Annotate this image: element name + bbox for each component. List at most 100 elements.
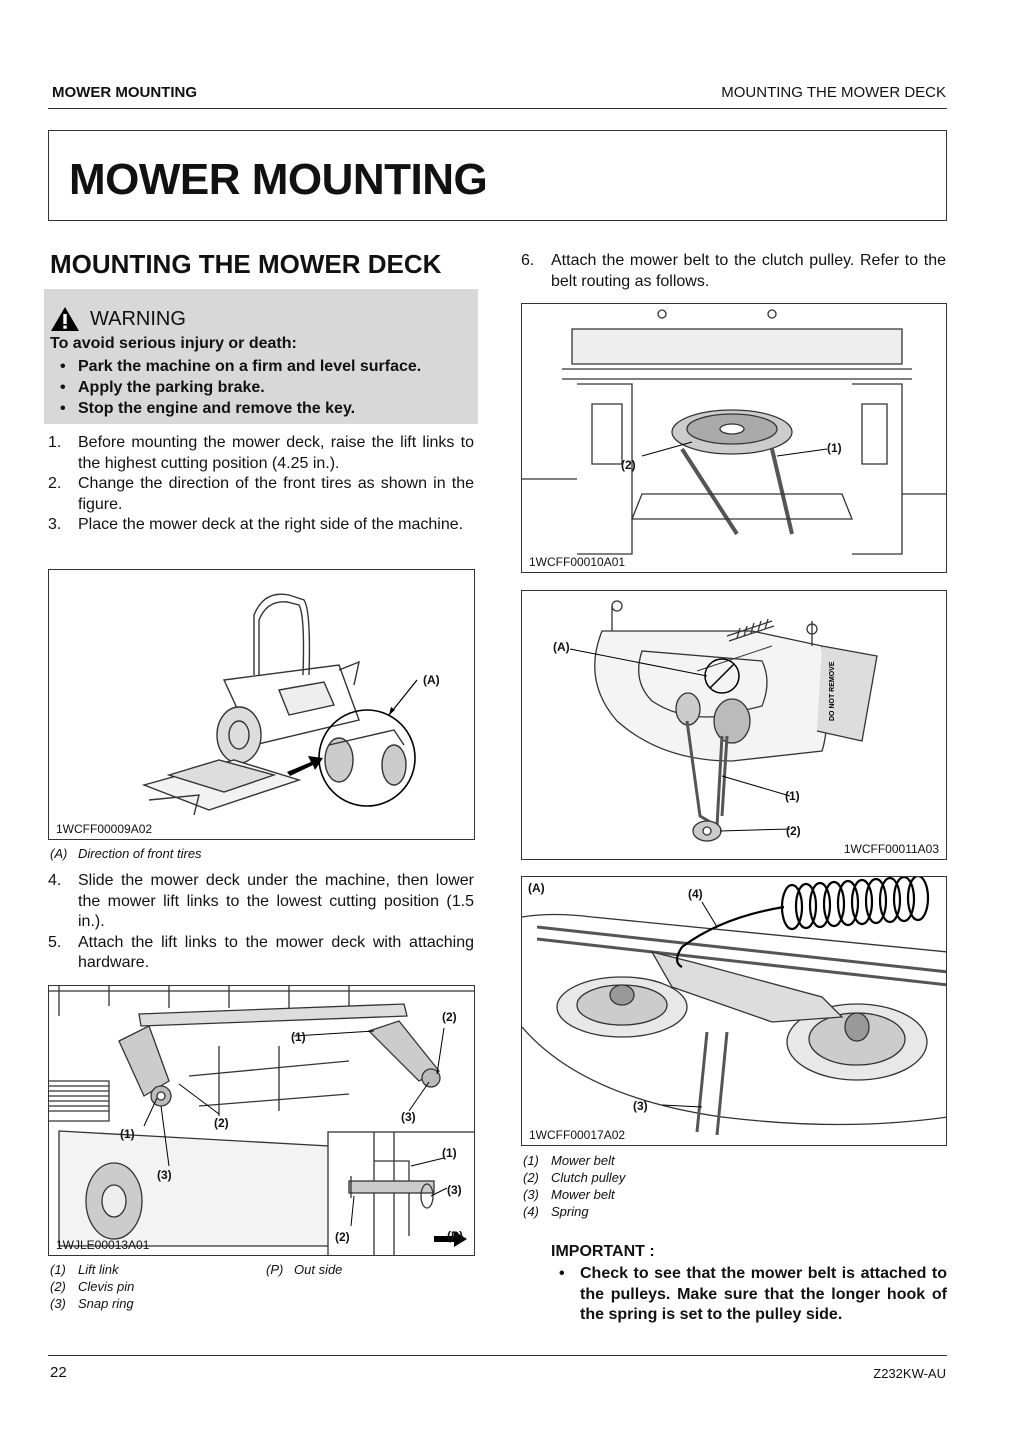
step-text: Slide the mower deck under the machine, … [78, 872, 474, 930]
header-rule [48, 108, 947, 109]
figure-caption-right: (P)Out side [266, 1261, 342, 1278]
label-a: (A) [553, 640, 570, 654]
spring-illustration [522, 877, 946, 1136]
warning-box: WARNING To avoid serious injury or death… [44, 289, 478, 424]
warning-list: Park the machine on a firm and level sur… [50, 356, 470, 419]
footer-rule [48, 1355, 947, 1356]
caption-text: Mower belt [551, 1153, 615, 1168]
figure-caption: (1) Mower belt (2) Clutch pulley (3) Mower … [523, 1152, 625, 1220]
caption-item: (1) Mower belt [523, 1152, 625, 1169]
label-2: (2) [786, 824, 801, 838]
caption-num: (A) [50, 846, 68, 861]
caption-item: (A) Direction of front tires [50, 845, 202, 862]
caption-item: (3) Mower belt [523, 1186, 625, 1203]
caption-num: (2) [523, 1170, 539, 1185]
step-item: 2. Change the direction of the front tire… [48, 474, 474, 515]
caption-text: Clevis pin [78, 1279, 135, 1294]
page-title-box: MOWER MOUNTING [48, 130, 947, 221]
caption-text: Clutch pulley [551, 1170, 626, 1185]
label-1: (1) [442, 1146, 457, 1160]
lift-link-illustration [49, 986, 474, 1255]
step-item: 4. Slide the mower deck under the machine… [48, 871, 474, 933]
caption-num: (1) [50, 1262, 66, 1277]
figure-code: 1WCFF00017A02 [529, 1128, 626, 1142]
important-heading: IMPORTANT : [551, 1243, 655, 1260]
figure-code: 1WJLE00013A01 [56, 1238, 150, 1252]
label-2: (2) [335, 1230, 350, 1244]
caption-text: Snap ring [78, 1296, 134, 1311]
warning-triangle-icon [51, 307, 79, 331]
label-3: (3) [401, 1110, 416, 1124]
mower-illustration [141, 593, 418, 816]
label-3: (3) [633, 1099, 648, 1113]
step-number: 3. [48, 516, 62, 533]
belt-routing-illustration: DO NOT REMOVE [569, 600, 878, 842]
caption-num: (2) [50, 1279, 66, 1294]
step-text: Attach the mower belt to the clutch pull… [551, 252, 946, 290]
caption-num: (4) [523, 1204, 539, 1219]
label-1: (1) [291, 1030, 306, 1044]
caption-text: Mower belt [551, 1187, 615, 1202]
caption-num: (3) [523, 1187, 539, 1202]
document-code: Z232KW-AU [873, 1366, 946, 1381]
warning-heading-text: WARNING [90, 307, 186, 330]
caption-item: (3) Snap ring [50, 1295, 134, 1312]
figure-code: 1WCFF00010A01 [529, 555, 626, 569]
caption-text: Out side [294, 1262, 343, 1277]
step-text: Attach the lift links to the mower deck … [78, 933, 474, 972]
caption-item: (4) Spring [523, 1203, 625, 1220]
step-item: 5. Attach the lift links to the mower dec… [48, 933, 474, 974]
label-1: (1) [120, 1127, 135, 1141]
figure-code: 1WCFF00011A03 [843, 842, 939, 856]
caption-num: (3) [50, 1296, 66, 1311]
label-2: (2) [442, 1010, 457, 1024]
label-1: (1) [785, 789, 800, 803]
running-header-left: MOWER MOUNTING [52, 84, 197, 101]
step-item: 3. Place the mower deck at the right side… [48, 515, 474, 536]
figure-code: 1WCFF00009A02 [56, 822, 153, 836]
figure-belt-routing: DO NOT REMOVE (A) (1) (2) 1WCFF00011A03 [521, 590, 947, 860]
step-number: 1. [48, 434, 62, 451]
label-a: (A) [423, 673, 440, 687]
caption-item: (1) Lift link [50, 1261, 134, 1278]
steps-list-a: 1. Before mounting the mower deck, raise … [48, 433, 474, 536]
running-header-right: MOUNTING THE MOWER DECK [721, 84, 946, 101]
figure-clutch-pulley: (2) (1) 1WCFF00010A01 [521, 303, 947, 573]
page-number: 22 [50, 1364, 67, 1381]
label-4: (4) [688, 887, 703, 901]
figure-caption: (A) Direction of front tires [50, 845, 202, 862]
step-text: Place the mower deck at the right side o… [78, 516, 464, 533]
important-item: Check to see that the mower belt is atta… [551, 1264, 947, 1326]
caption-num: (1) [523, 1153, 539, 1168]
caption-text: Spring [551, 1204, 589, 1219]
label-1: (1) [827, 441, 842, 455]
step-number: 2. [48, 475, 62, 492]
caption-text: Direction of front tires [78, 846, 202, 861]
step-number: 4. [48, 872, 62, 889]
caption-text: Lift link [78, 1262, 119, 1277]
warning-item: Apply the parking brake. [50, 377, 470, 398]
clutch-pulley-illustration [522, 309, 946, 555]
warning-lead: To avoid serious injury or death: [50, 335, 297, 352]
step-text: Change the direction of the front tires … [78, 475, 474, 513]
step-text: Before mounting the mower deck, raise th… [78, 434, 474, 472]
step-item: 1. Before mounting the mower deck, raise … [48, 433, 474, 474]
label-3: (3) [447, 1183, 462, 1197]
do-not-remove-label: DO NOT REMOVE [829, 661, 836, 721]
section-title: MOUNTING THE MOWER DECK [50, 249, 442, 279]
warning-item: Park the machine on a firm and level sur… [50, 356, 470, 377]
caption-item: (2) Clevis pin [50, 1278, 134, 1295]
figure-spring: (A) (4) (3) 1WCFF00017A02 [521, 876, 947, 1146]
label-3: (3) [157, 1168, 172, 1182]
label-2: (2) [214, 1116, 229, 1130]
label-2: (2) [621, 458, 636, 472]
important-note: IMPORTANT : Check to see that the mower … [551, 1243, 947, 1326]
caption-item: (2) Clutch pulley [523, 1169, 625, 1186]
warning-item: Stop the engine and remove the key. [50, 398, 470, 419]
label-a: (A) [528, 881, 545, 895]
step-number: 5. [48, 933, 62, 951]
steps-list-b: 4. Slide the mower deck under the machine… [48, 871, 474, 974]
step-number: 6. [521, 252, 535, 269]
figure-lift-links: (1) (2) (1) (2) (3) (3) (1) (3) (2) (P) … [48, 985, 475, 1256]
caption-item: (P)Out side [266, 1261, 342, 1278]
